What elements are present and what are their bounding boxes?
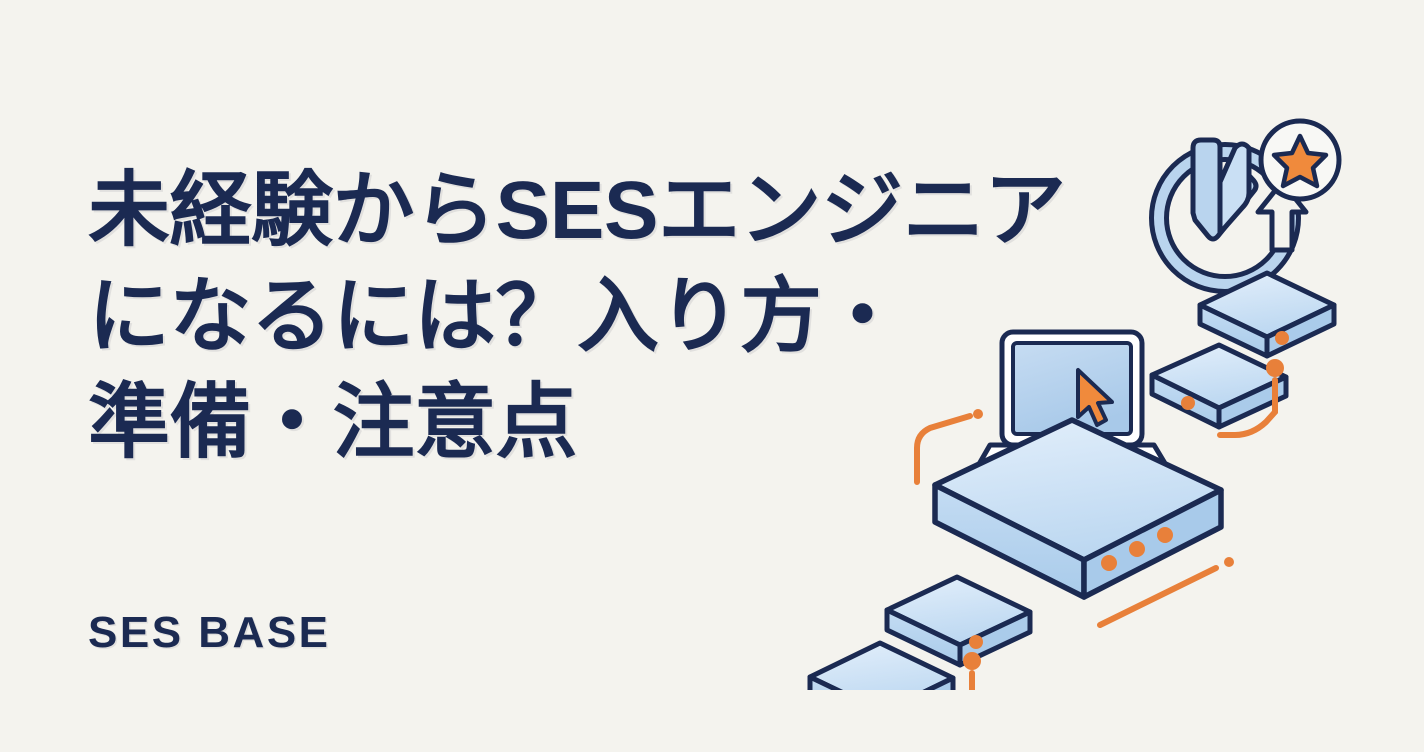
step-block-3 <box>884 574 1033 668</box>
connector-line-right <box>1217 359 1284 438</box>
brand-logo-text: SES BASE <box>88 608 331 657</box>
block-dot <box>1181 396 1195 410</box>
connector-line-bottom <box>963 652 981 690</box>
connector-line-lower-right <box>1097 557 1234 628</box>
step-block-4 <box>807 640 956 690</box>
cursor-arrow-icon <box>1076 368 1114 427</box>
block-dot <box>969 635 983 649</box>
title-line-3: 準備・注意点 <box>88 377 578 468</box>
block-dot <box>1275 331 1289 345</box>
main-platform <box>932 417 1224 600</box>
platform-dot <box>1101 555 1117 571</box>
platform-dot <box>1157 527 1173 543</box>
step-block-2 <box>1149 342 1289 430</box>
beginner-mark-badge <box>1149 118 1342 294</box>
platform-dot <box>1129 541 1145 557</box>
connector-line-left <box>914 409 983 485</box>
step-block-1 <box>1197 270 1337 359</box>
page-title: 未経験からSESエンジニア になるには？入り方・ 準備・注意点 <box>88 158 1118 476</box>
hero-illustration <box>780 70 1424 690</box>
title-line-1: 未経験からSESエンジニア <box>88 165 1066 256</box>
title-line-2: になるには？入り方・ <box>88 271 904 362</box>
shoshinsha-mark-icon <box>1190 137 1259 242</box>
star-badge-icon <box>1258 118 1342 202</box>
